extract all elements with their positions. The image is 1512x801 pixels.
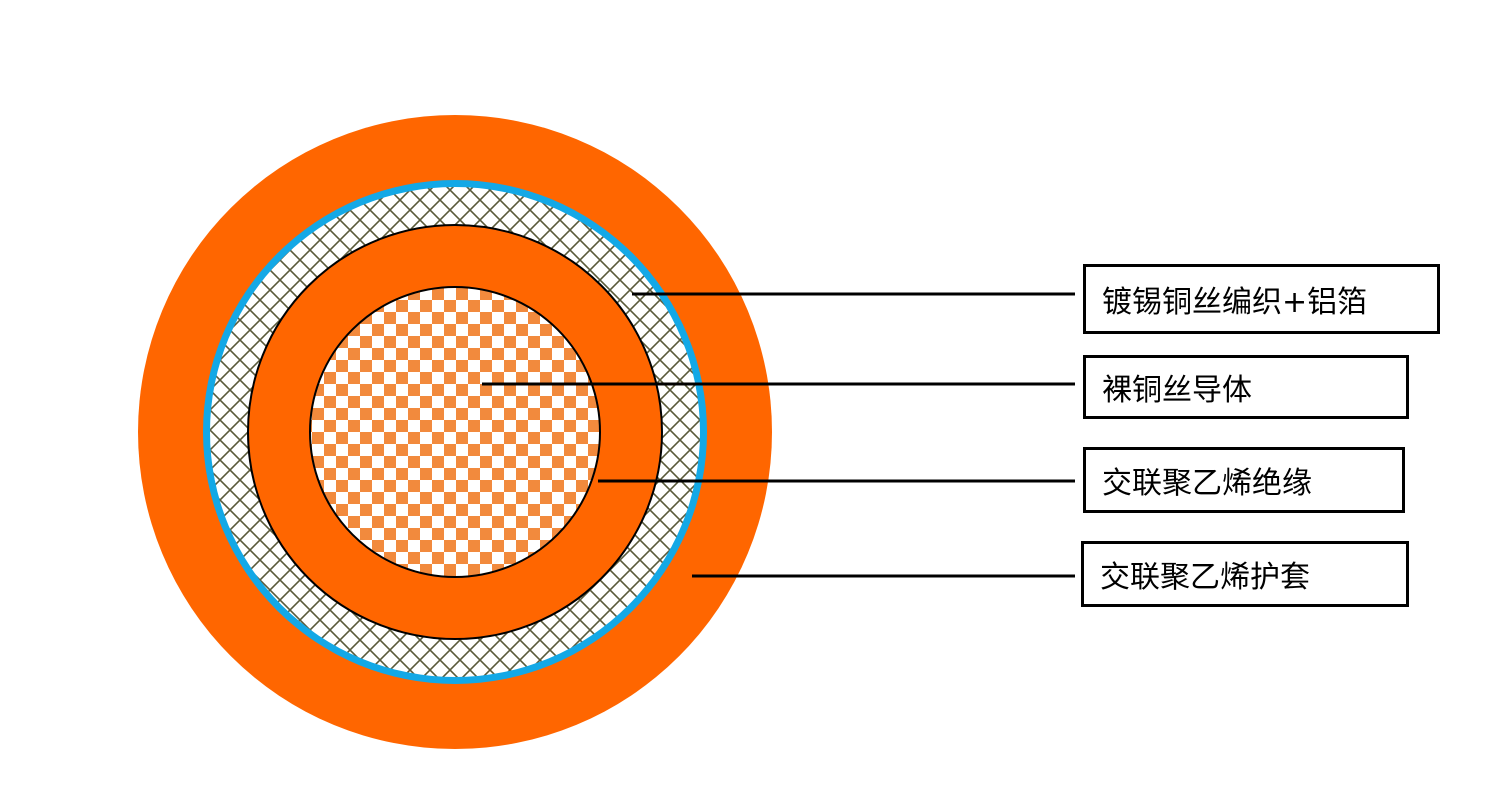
label-text-conductor: 裸铜丝导体 — [1102, 373, 1252, 408]
label-text-shield: 镀锡铜丝编织+铝箔 — [1102, 285, 1368, 320]
label-text-insulation: 交联聚乙烯绝缘 — [1102, 466, 1312, 501]
label-text-sheath: 交联聚乙烯护套 — [1100, 560, 1310, 595]
label-braid-foil-shield: 镀锡铜丝编织+铝箔 — [1083, 264, 1440, 334]
label-xlpe-insulation: 交联聚乙烯绝缘 — [1083, 447, 1405, 513]
bare-copper-conductor — [309, 286, 601, 578]
label-bare-copper-conductor: 裸铜丝导体 — [1083, 355, 1409, 419]
label-xlpe-sheath: 交联聚乙烯护套 — [1081, 541, 1409, 607]
